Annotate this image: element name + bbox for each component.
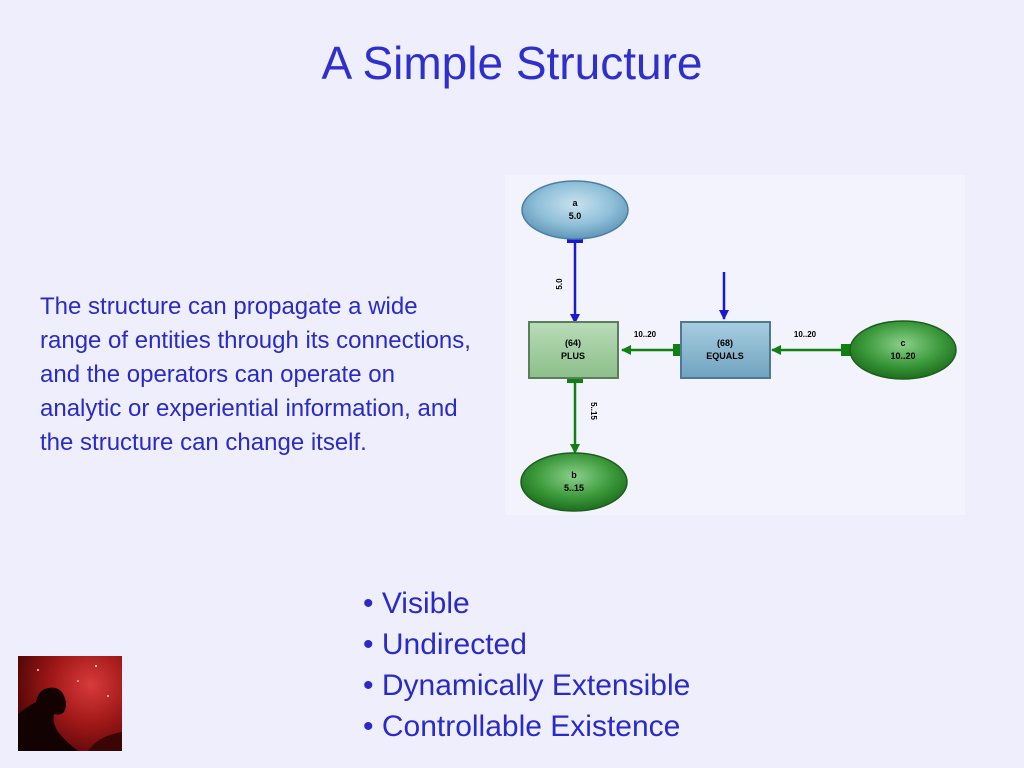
edge-label-plus-b: 5..15 [589, 402, 598, 420]
edge-label-equals-plus: 10..20 [634, 330, 657, 339]
feature-list: Visible Undirected Dynamically Extensibl… [363, 583, 690, 747]
node-b[interactable]: b 5..15 [520, 452, 628, 512]
node-plus[interactable]: (64) PLUS [528, 321, 619, 379]
bullet-undirected: Undirected [363, 624, 690, 665]
bullet-dynamically-extensible: Dynamically Extensible [363, 665, 690, 706]
connector-c [841, 344, 851, 356]
node-b-value: 5..15 [564, 483, 584, 493]
node-a-value: 5.0 [569, 211, 582, 221]
node-equals[interactable]: (68) EQUALS [680, 321, 771, 379]
bullet-controllable-existence: Controllable Existence [363, 706, 690, 747]
node-c[interactable]: c 10..20 [849, 320, 957, 380]
bullet-visible: Visible [363, 583, 690, 624]
node-plus-op: PLUS [561, 351, 585, 361]
node-a-name: a [572, 198, 578, 208]
node-a[interactable]: a 5.0 [521, 180, 629, 240]
structure-diagram: 5.0 5..15 10..20 10..20 a 5.0 (64) PLUS … [505, 175, 965, 515]
node-plus-id: (64) [565, 338, 581, 348]
edge-label-a-plus: 5.0 [555, 278, 564, 290]
node-equals-id: (68) [717, 338, 733, 348]
description-text: The structure can propagate a wide range… [40, 293, 471, 456]
node-c-value: 10..20 [890, 351, 915, 361]
slide-title: A Simple Structure [321, 37, 703, 89]
edge-label-c-equals: 10..20 [794, 330, 817, 339]
node-equals-op: EQUALS [706, 351, 744, 361]
horsehead-nebula-image [18, 656, 122, 751]
edge-c-equals: 10..20 [771, 330, 851, 356]
node-b-name: b [571, 470, 577, 480]
node-c-name: c [900, 338, 905, 348]
edge-equals-plus: 10..20 [621, 330, 683, 356]
connector-equals-left [673, 344, 683, 356]
